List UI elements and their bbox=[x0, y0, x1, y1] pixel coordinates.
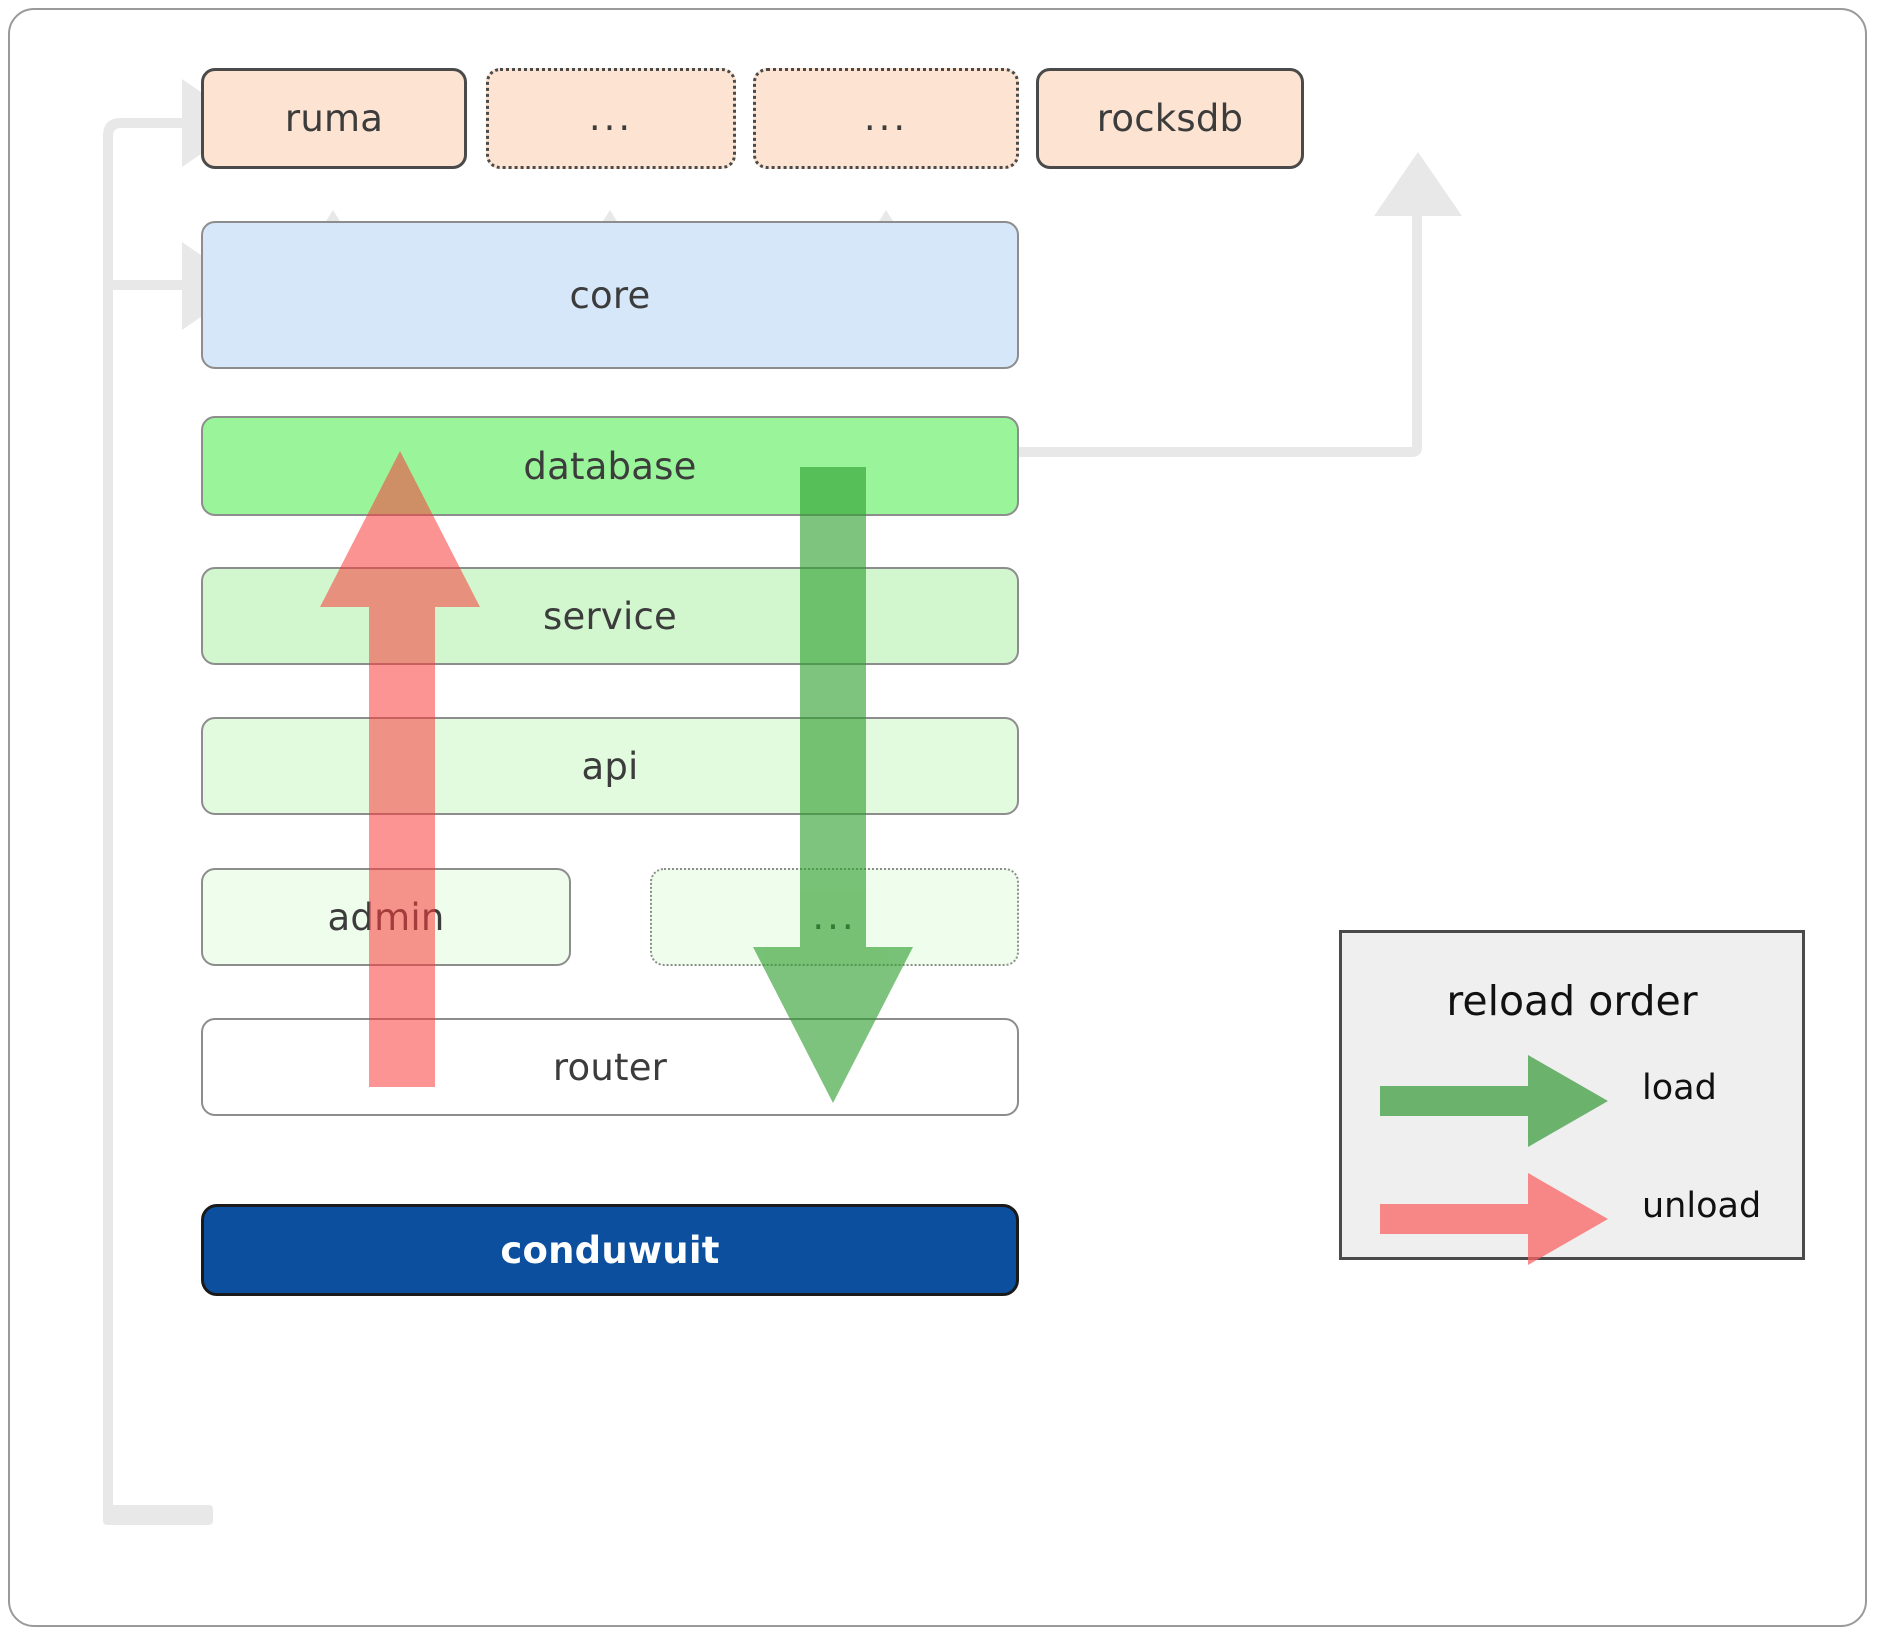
node-api[interactable]: api bbox=[201, 717, 1019, 815]
node-conduwuit-label: conduwuit bbox=[500, 1228, 720, 1272]
node-router-label: router bbox=[552, 1045, 668, 1089]
connector-database-to-rocksdb bbox=[1016, 152, 1462, 457]
node-core[interactable]: core bbox=[201, 221, 1019, 369]
legend-load-arrow bbox=[1380, 1055, 1608, 1147]
legend-panel: reload order load unload bbox=[1339, 930, 1805, 1265]
node-api-label: api bbox=[581, 744, 639, 788]
legend-unload-arrow bbox=[1380, 1173, 1608, 1265]
legend-title: reload order bbox=[1446, 977, 1698, 1025]
node-rocksdb-label: rocksdb bbox=[1096, 97, 1244, 140]
node-ruma-label: ruma bbox=[284, 97, 384, 140]
connector-conduwuit-stub bbox=[103, 1505, 213, 1525]
node-ruma[interactable]: ruma bbox=[201, 68, 467, 169]
node-database-label: database bbox=[523, 444, 697, 488]
node-top-ellipsis-2[interactable]: ... bbox=[753, 68, 1019, 169]
node-service-label: service bbox=[543, 594, 677, 638]
legend-load-label: load bbox=[1642, 1068, 1717, 1108]
node-conduwuit[interactable]: conduwuit bbox=[201, 1204, 1019, 1296]
node-router[interactable]: router bbox=[201, 1018, 1019, 1116]
node-core-label: core bbox=[569, 273, 651, 317]
node-top-ellipsis-1[interactable]: ... bbox=[486, 68, 736, 169]
node-rocksdb[interactable]: rocksdb bbox=[1036, 68, 1304, 169]
legend-unload-label: unload bbox=[1642, 1186, 1762, 1226]
